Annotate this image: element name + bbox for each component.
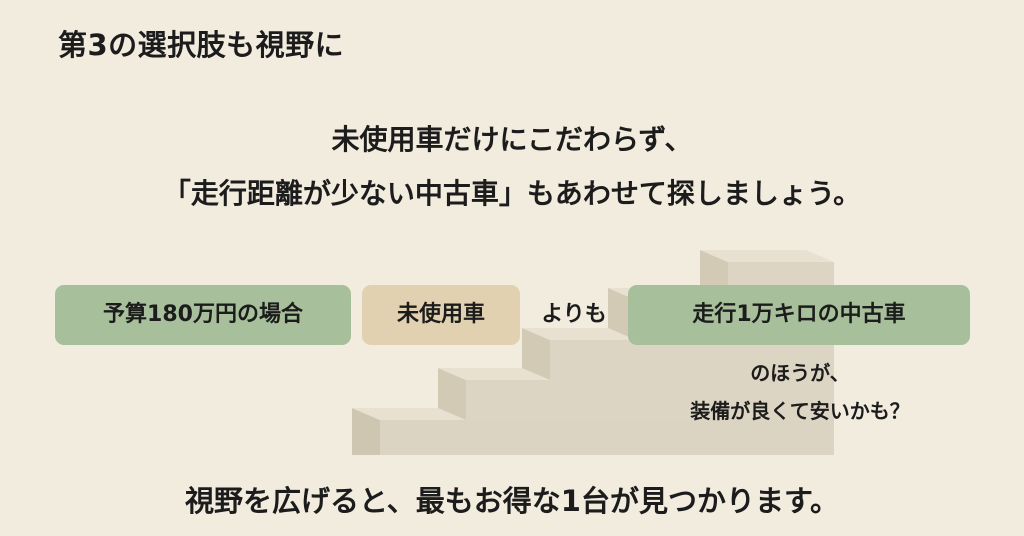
comparison-connector: よりも xyxy=(541,302,607,327)
footer-message: 視野を広げると、最もお得な1台が見つかります。 xyxy=(184,484,840,518)
page-title: 第3の選択肢も視野に xyxy=(58,28,345,62)
unused-car-box: 未使用車 xyxy=(362,285,520,345)
headline-line-2: 「走行距離が少ない中古車」もあわせて探しましょう。 xyxy=(162,177,862,210)
headline-line-1: 未使用車だけにこだわらず、 xyxy=(331,123,693,156)
budget-box: 予算180万円の場合 xyxy=(55,285,351,345)
used-car-box: 走行1万キロの中古車 xyxy=(628,285,970,345)
note-line-2: 装備が良くて安いかも？ xyxy=(690,399,910,423)
note-line-1: のほうが、 xyxy=(750,361,850,385)
